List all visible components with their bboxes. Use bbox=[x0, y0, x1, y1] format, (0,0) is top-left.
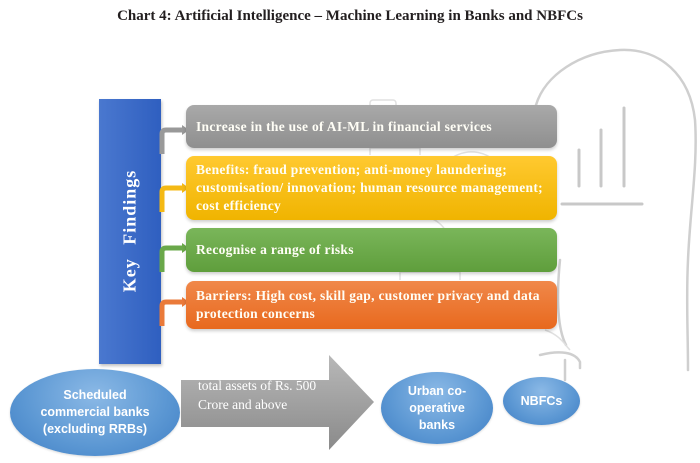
finding-box-risks: Recognise a range of risks bbox=[186, 228, 557, 272]
finding-text: Benefits: fraud prevention; anti-money l… bbox=[196, 162, 543, 213]
finding-box-benefits: Benefits: fraud prevention; anti-money l… bbox=[186, 156, 557, 220]
finding-box-barriers: Barriers: High cost, skill gap, customer… bbox=[186, 281, 557, 329]
arrow-text: total assets of Rs. 500 Crore and above bbox=[198, 378, 317, 412]
ellipse-label: Scheduled commercial banks (excluding RR… bbox=[40, 388, 150, 436]
ellipse-label: Urban co-operative banks bbox=[407, 383, 467, 432]
connector-arrow-icon bbox=[159, 125, 189, 154]
connector-arrow-icon bbox=[159, 183, 189, 212]
big-right-arrow-icon bbox=[181, 355, 374, 450]
finding-box-ai-ml-use: Increase in the use of AI-ML in financia… bbox=[186, 105, 557, 148]
key-findings-bar bbox=[99, 99, 161, 364]
ellipse-label: NBFCs bbox=[520, 393, 563, 408]
finding-text: Recognise a range of risks bbox=[196, 242, 354, 257]
key-findings-label: Key Findings bbox=[119, 169, 140, 293]
connector-arrow-icon bbox=[159, 297, 189, 326]
finding-text: Increase in the use of AI-ML in financia… bbox=[196, 118, 492, 134]
urban-cooperative-banks-ellipse: Urban co-operative banks bbox=[381, 372, 493, 444]
chart-title: Chart 4: Artificial Intelligence – Machi… bbox=[117, 8, 583, 24]
finding-text: Barriers: High cost, skill gap, customer… bbox=[196, 288, 540, 321]
nbfcs-ellipse: NBFCs bbox=[503, 377, 580, 425]
connector-arrow-icon bbox=[159, 243, 189, 272]
scheduled-commercial-banks-ellipse: Scheduled commercial banks (excluding RR… bbox=[10, 369, 180, 456]
